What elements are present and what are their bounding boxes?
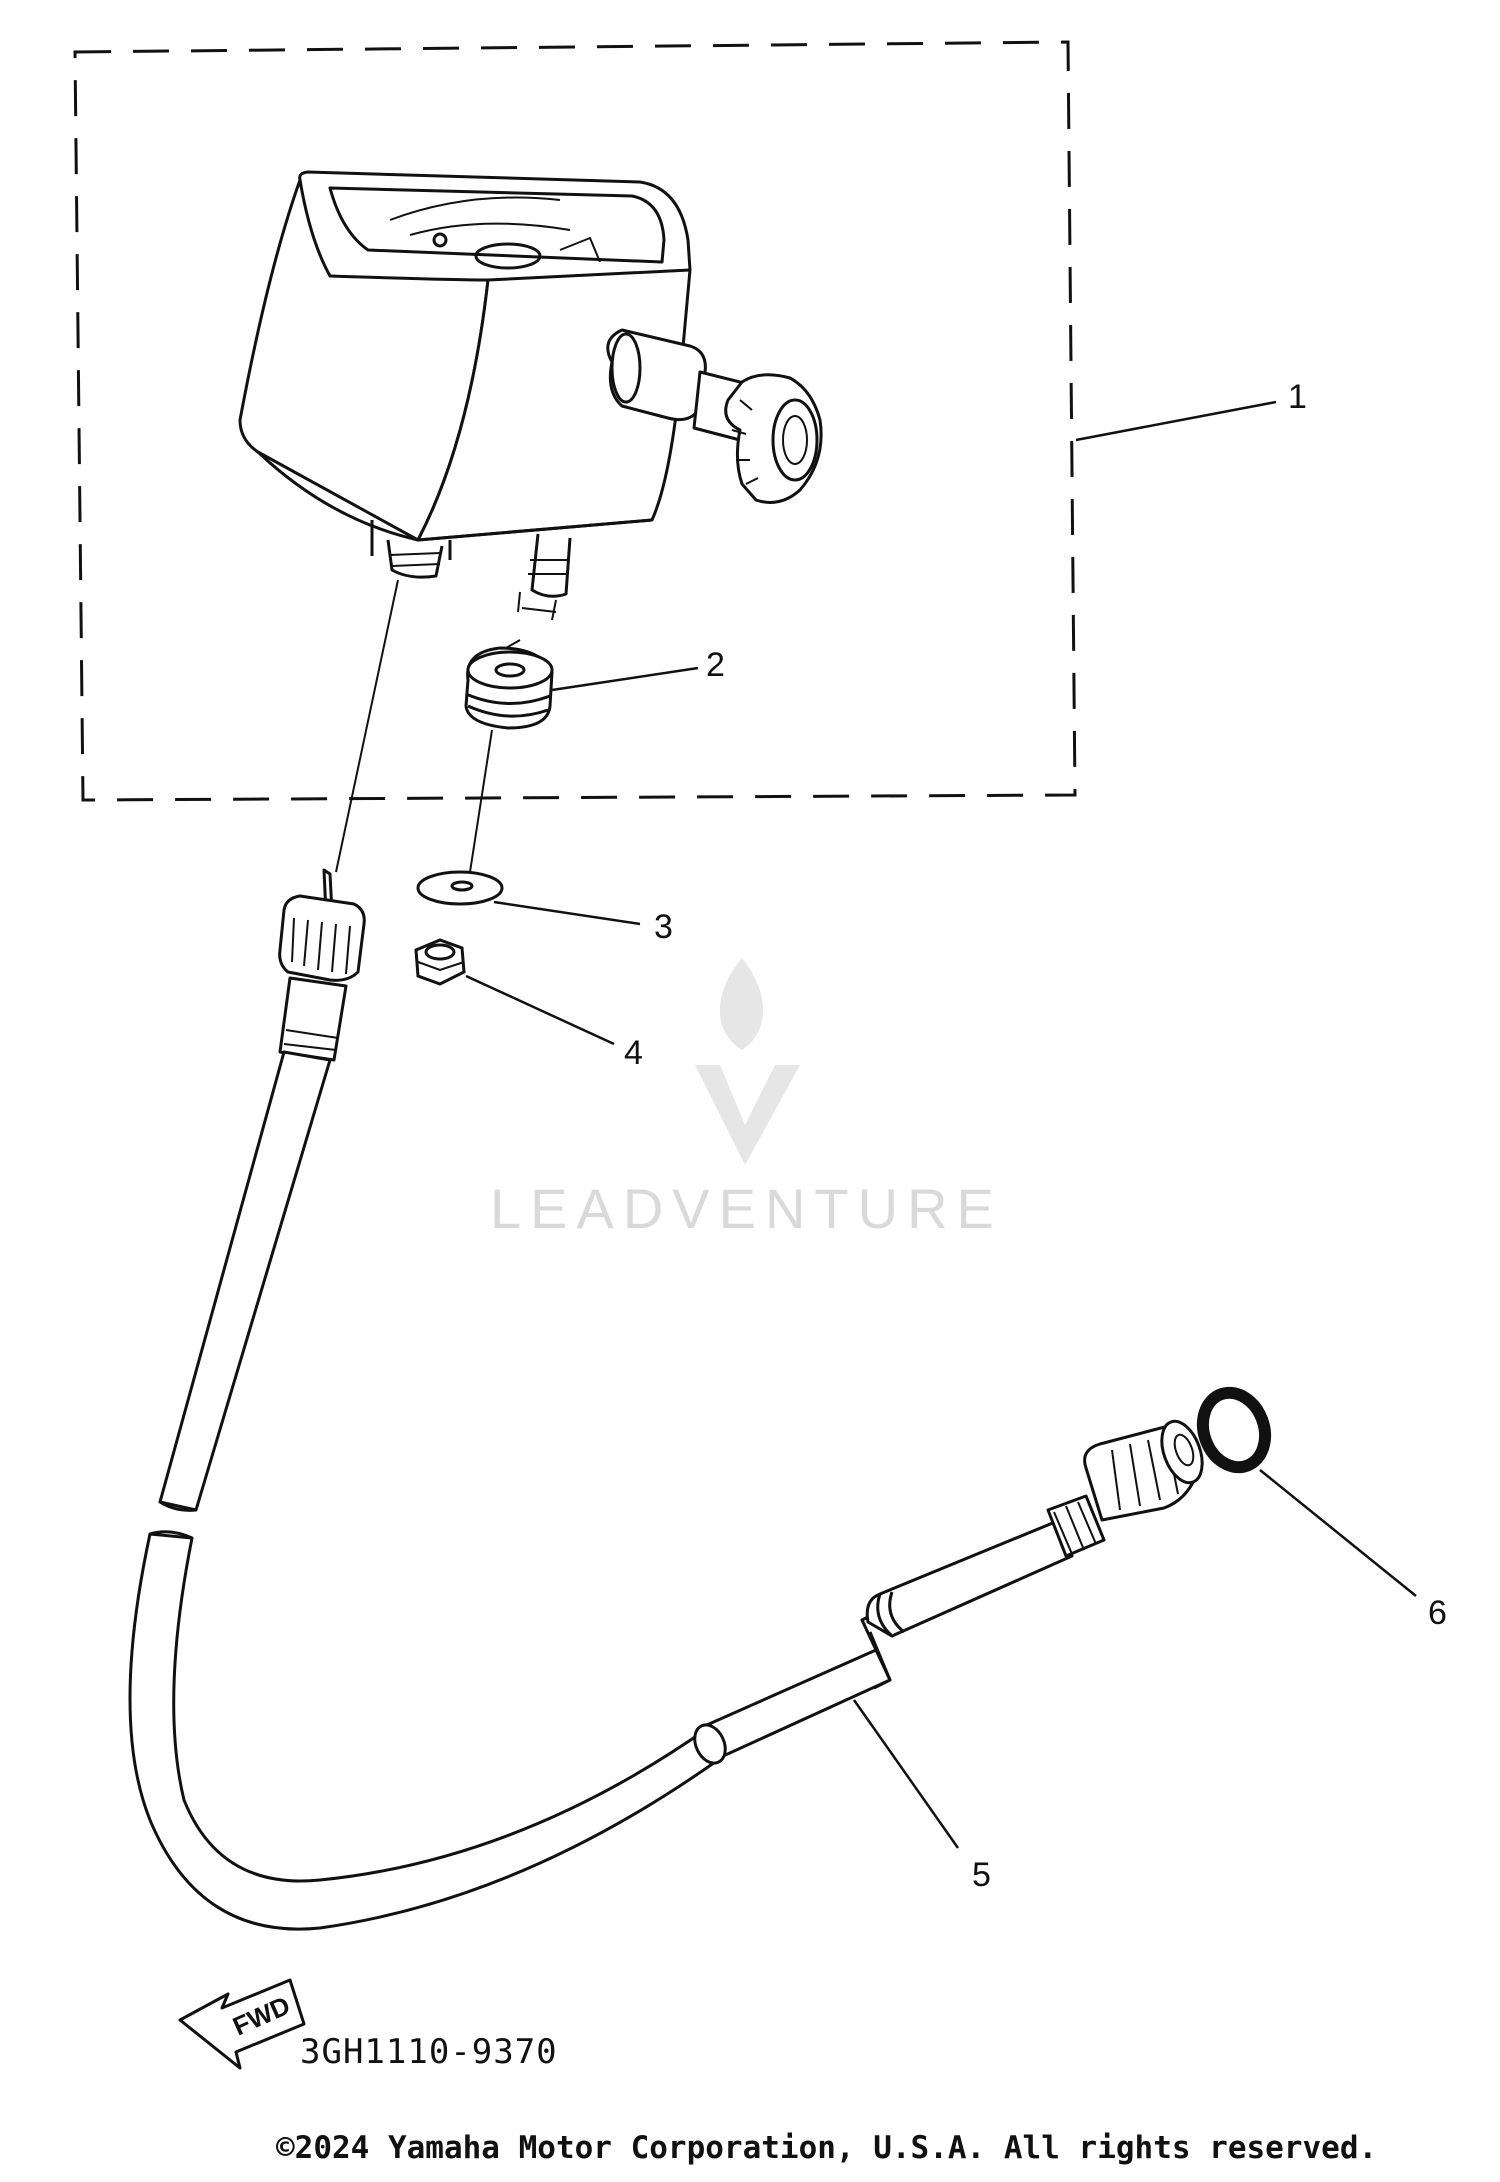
callout-5: 5 (972, 1856, 991, 1894)
leader-line-5 (852, 1699, 960, 1849)
leader-lines (465, 400, 1417, 1849)
callout-1: 1 (1288, 378, 1307, 416)
leader-line-3 (493, 900, 641, 926)
callout-6: 6 (1428, 1594, 1447, 1632)
grommet-part-2 (464, 646, 554, 730)
speedometer-assembly (238, 170, 823, 621)
watermark-flame-icon (719, 958, 764, 1050)
o-ring-part-6 (1196, 1386, 1272, 1474)
callout-2: 2 (706, 646, 725, 684)
callout-4: 4 (624, 1034, 643, 1072)
callout-3: 3 (654, 908, 673, 946)
watermark-v-icon (695, 1065, 800, 1165)
assembly-box (73, 40, 1077, 802)
washer-part-3 (416, 870, 504, 906)
watermark: LEADVENTURE (490, 958, 1003, 1240)
leader-line-2 (551, 666, 699, 692)
leader-line-6 (1259, 1469, 1417, 1597)
part-code: 3GH1110-9370 (300, 2032, 558, 2072)
fwd-arrow-icon (178, 1978, 306, 2070)
callouts: 1 2 3 4 5 6 (624, 378, 1447, 1894)
assembly-lines (335, 579, 521, 873)
leader-line-1 (1075, 400, 1277, 442)
watermark-text: LEADVENTURE (490, 1177, 1003, 1240)
leader-line-4 (465, 974, 615, 1046)
nut-part-4 (414, 938, 466, 986)
speedometer-cable-part-5 (128, 868, 1204, 1931)
fwd-arrow: FWD (178, 1978, 306, 2070)
copyright-notice: ©2024 Yamaha Motor Corporation, U.S.A. A… (276, 2130, 1378, 2166)
